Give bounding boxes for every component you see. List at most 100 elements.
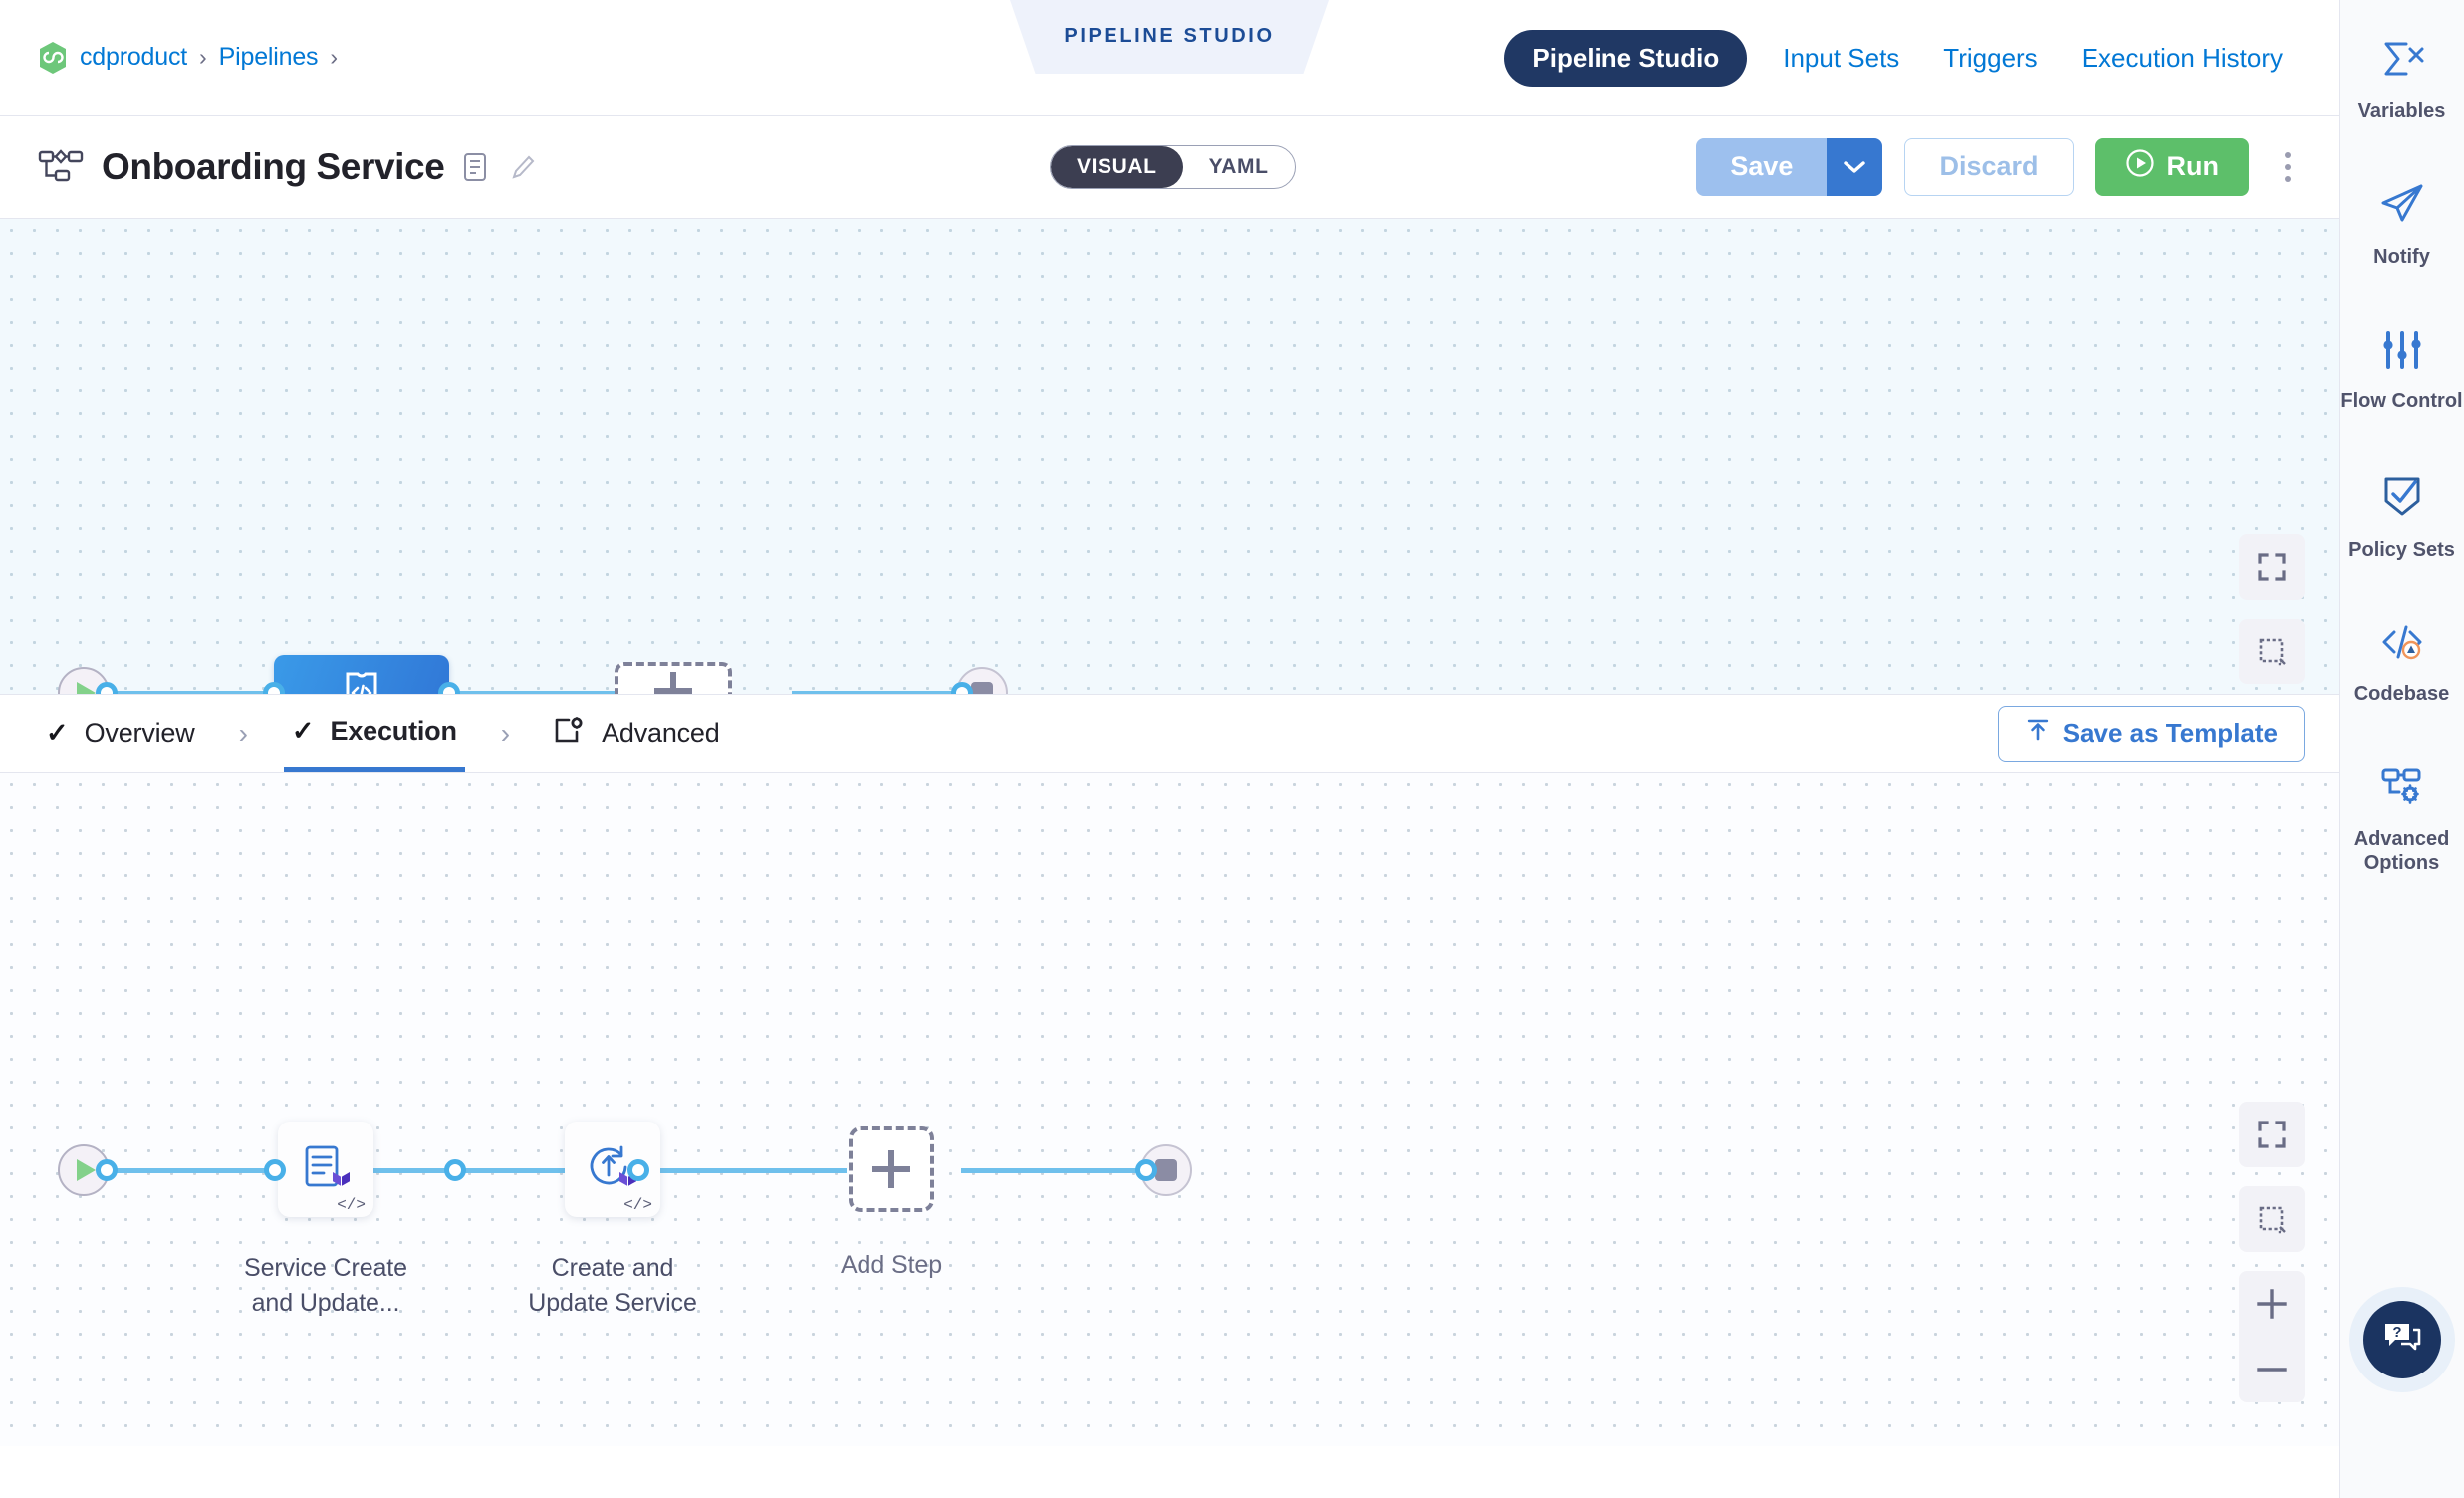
nav-pipeline-studio[interactable]: Pipeline Studio xyxy=(1504,30,1748,87)
plus-icon xyxy=(872,1150,910,1188)
harness-logo-icon xyxy=(38,41,68,75)
sidebar-label: Variables xyxy=(2357,100,2446,122)
fit-screen-icon[interactable] xyxy=(2239,1102,2305,1167)
shield-check-icon xyxy=(2379,473,2425,524)
nav-execution-history[interactable]: Execution History xyxy=(2081,43,2283,73)
nav-input-sets[interactable]: Input Sets xyxy=(1783,43,1900,73)
zoom-out-icon[interactable] xyxy=(2239,1337,2305,1402)
connector-dot[interactable] xyxy=(951,682,973,694)
chat-help-icon: ? xyxy=(2381,1318,2423,1363)
help-button[interactable]: ? xyxy=(2362,1301,2441,1378)
description-icon[interactable] xyxy=(462,152,488,182)
title-bar: Onboarding Service VISUAL YAML Save xyxy=(0,116,2339,219)
step-label-line1: Service Create xyxy=(244,1254,407,1282)
play-icon xyxy=(77,682,96,694)
nav-triggers[interactable]: Triggers xyxy=(1943,43,2038,73)
breadcrumb-separator: › xyxy=(330,44,338,70)
add-step-button[interactable] xyxy=(849,1126,934,1212)
connector-dot[interactable] xyxy=(627,1159,649,1181)
sidebar-item-advanced-options[interactable]: Advanced Options xyxy=(2340,766,2464,874)
stage-node-create-and-update-service[interactable]: </> xyxy=(274,655,449,694)
tab-advanced[interactable]: Advanced xyxy=(546,695,728,772)
connector-line xyxy=(70,1168,309,1173)
stop-icon xyxy=(971,682,993,694)
connector-dot[interactable] xyxy=(96,682,118,694)
step-node-service-create-and-update[interactable]: </> xyxy=(278,1122,373,1217)
sidebar-item-variables[interactable]: Variables xyxy=(2340,38,2464,123)
stage-canvas-controls xyxy=(2239,534,2305,694)
run-button-label: Run xyxy=(2166,151,2219,181)
kebab-menu-icon[interactable] xyxy=(2271,151,2305,182)
fit-screen-icon[interactable] xyxy=(2239,534,2305,600)
connector-dot[interactable] xyxy=(1135,1159,1157,1181)
code-badge: </> xyxy=(623,1196,652,1214)
connector-line xyxy=(792,691,966,694)
add-stage-button[interactable] xyxy=(615,662,732,694)
connector-dot[interactable] xyxy=(264,1159,286,1181)
run-button[interactable]: Run xyxy=(2094,137,2249,196)
connector-line xyxy=(249,1168,568,1173)
save-as-template-button[interactable]: Save as Template xyxy=(1997,705,2305,762)
sidebar-item-notify[interactable]: Notify xyxy=(2340,182,2464,269)
stage-canvas[interactable]: </> Create and Update Service Add Stage xyxy=(0,219,2339,695)
visual-yaml-toggle[interactable]: VISUAL YAML xyxy=(1050,144,1296,189)
advanced-gear-icon xyxy=(554,716,586,751)
sidebar-label: Advanced Options xyxy=(2353,828,2450,874)
toggle-yaml[interactable]: YAML xyxy=(1208,154,1269,178)
plus-icon xyxy=(654,672,692,694)
marquee-select-icon[interactable] xyxy=(2239,1186,2305,1252)
sidebar-label: Notify xyxy=(2373,246,2430,268)
breadcrumb-item-cdproduct[interactable]: cdproduct xyxy=(80,43,187,71)
nodes-gear-icon xyxy=(2377,766,2427,813)
zoom-controls xyxy=(2239,1271,2305,1402)
save-button[interactable]: Save xyxy=(1696,137,1828,196)
sliders-icon xyxy=(2380,329,2424,375)
sidebar-label: Flow Control xyxy=(2341,390,2463,412)
pipeline-studio-ribbon: PIPELINE STUDIO xyxy=(1010,0,1329,74)
tab-execution-label: Execution xyxy=(330,715,457,746)
stage-tabs-row: ✓ Overview › ✓ Execution › Advanced xyxy=(0,695,2339,773)
terraform-plan-icon xyxy=(305,1145,350,1187)
toggle-visual[interactable]: VISUAL xyxy=(1051,145,1183,188)
page-title: Onboarding Service xyxy=(102,145,445,187)
breadcrumb-item-pipelines[interactable]: Pipelines xyxy=(218,43,319,71)
sidebar-item-codebase[interactable]: Codebase xyxy=(2340,622,2464,706)
check-icon: ✓ xyxy=(46,718,69,748)
sidebar-item-flow-control[interactable]: Flow Control xyxy=(2340,329,2464,413)
tab-execution[interactable]: ✓ Execution xyxy=(283,695,465,772)
connector-dot[interactable] xyxy=(438,682,460,694)
play-circle-icon xyxy=(2125,148,2155,185)
zoom-in-icon[interactable] xyxy=(2239,1271,2305,1337)
connector-line xyxy=(453,691,632,694)
breadcrumb-bar: cdproduct › Pipelines › PIPELINE STUDIO … xyxy=(0,0,2339,116)
pencil-icon[interactable] xyxy=(510,152,536,182)
pipeline-studio-ribbon-label: PIPELINE STUDIO xyxy=(1064,25,1275,48)
connector-line xyxy=(961,1168,1160,1173)
connector-dot[interactable] xyxy=(444,1159,466,1181)
top-nav: Pipeline Studio Input Sets Triggers Exec… xyxy=(1504,30,2305,87)
tab-overview[interactable]: ✓ Overview xyxy=(38,695,203,772)
tab-separator: › xyxy=(500,717,511,749)
play-icon xyxy=(77,1159,96,1181)
step-label-line2: and Update... xyxy=(251,1288,400,1317)
main-column: cdproduct › Pipelines › PIPELINE STUDIO … xyxy=(0,0,2339,1498)
chevron-down-icon[interactable] xyxy=(1827,137,1883,196)
breadcrumb-separator: › xyxy=(199,44,207,70)
connector-dot[interactable] xyxy=(96,1159,118,1181)
connector-dot[interactable] xyxy=(263,682,285,694)
execution-step-canvas[interactable]: </> Service Create and Update... </> xyxy=(0,773,2339,1498)
tab-separator: › xyxy=(238,717,248,749)
pipeline-flow-icon xyxy=(38,147,84,187)
bottom-strip xyxy=(0,1446,2464,1498)
add-step-label: Add Step xyxy=(840,1251,943,1279)
save-as-template-label: Save as Template xyxy=(2062,718,2278,748)
sidebar-item-policy-sets[interactable]: Policy Sets xyxy=(2340,473,2464,562)
tab-overview-label: Overview xyxy=(84,718,195,748)
step-node-label: Service Create and Update... xyxy=(176,1251,475,1320)
right-sidebar: Variables Notify Flow Control xyxy=(2339,0,2464,1498)
step-canvas-controls xyxy=(2239,1102,2305,1402)
marquee-select-icon[interactable] xyxy=(2239,619,2305,684)
sigma-x-icon xyxy=(2378,38,2426,85)
discard-button[interactable]: Discard xyxy=(1904,137,2074,196)
stop-icon xyxy=(1155,1159,1177,1181)
